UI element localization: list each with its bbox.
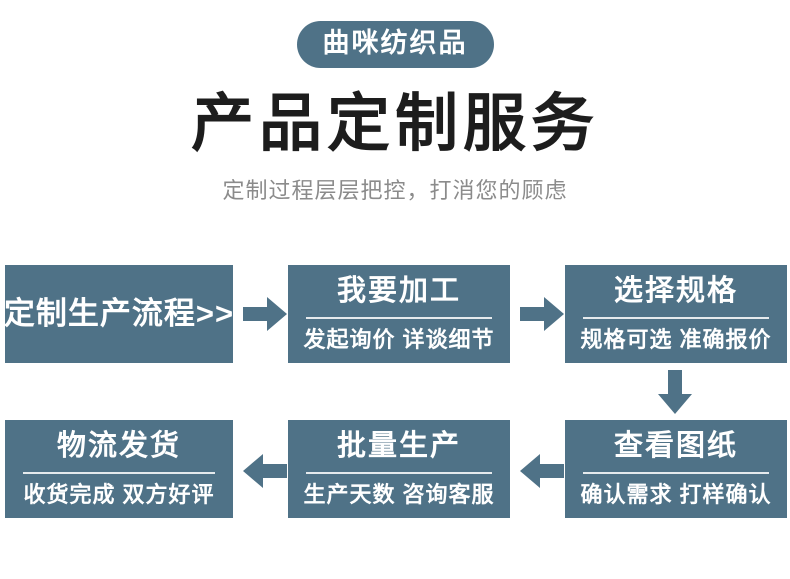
- arrow-left-icon: [243, 454, 287, 488]
- arrow-left-icon: [520, 454, 564, 488]
- page-subtitle: 定制过程层层把控，打消您的顾虑: [222, 178, 568, 204]
- flow-step-title: 选择规格: [613, 274, 738, 307]
- flow-step-mass-production[interactable]: 批量生产 生产天数 咨询客服: [288, 420, 510, 518]
- flow-step-divider: [305, 316, 493, 319]
- arrow-right-icon: [243, 297, 287, 331]
- flow-step-divider: [582, 316, 770, 319]
- flow-step-title: 批量生产: [336, 429, 461, 462]
- flow-step-logistics-shipping[interactable]: 物流发货 收货完成 双方好评: [5, 420, 233, 518]
- flow-step-select-specification[interactable]: 选择规格 规格可选 准确报价: [565, 265, 787, 363]
- flow-step-title: 查看图纸: [613, 429, 738, 462]
- flow-step-divider: [582, 471, 770, 474]
- flow-step-view-drawing[interactable]: 查看图纸 确认需求 打样确认: [565, 420, 787, 518]
- page-title: 产品定制服务: [191, 89, 599, 160]
- flow-step-divider: [23, 471, 215, 474]
- flow-step-subtitle: 收货完成 双方好评: [23, 481, 215, 507]
- arrow-right-icon: [520, 297, 564, 331]
- brand-badge: 曲咪纺织品: [296, 21, 494, 69]
- flow-step-subtitle: 发起询价 详谈细节: [303, 326, 495, 352]
- flow-step-subtitle: 确认需求 打样确认: [580, 481, 772, 507]
- arrow-down-icon: [658, 370, 692, 414]
- header: 曲咪纺织品 产品定制服务 定制过程层层把控，打消您的顾虑: [0, 0, 790, 204]
- flow-step-title: 我要加工: [336, 274, 461, 307]
- flow-step-custom-production-process[interactable]: 定制生产流程>>: [5, 265, 233, 363]
- flow-step-request-processing[interactable]: 我要加工 发起询价 详谈细节: [288, 265, 510, 363]
- flow-step-subtitle: 生产天数 咨询客服: [303, 481, 495, 507]
- flow-step-title: 物流发货: [56, 429, 181, 462]
- flow-step-divider: [305, 471, 493, 474]
- flow-step-title: 定制生产流程>>: [5, 295, 233, 331]
- flow-step-subtitle: 规格可选 准确报价: [580, 326, 772, 352]
